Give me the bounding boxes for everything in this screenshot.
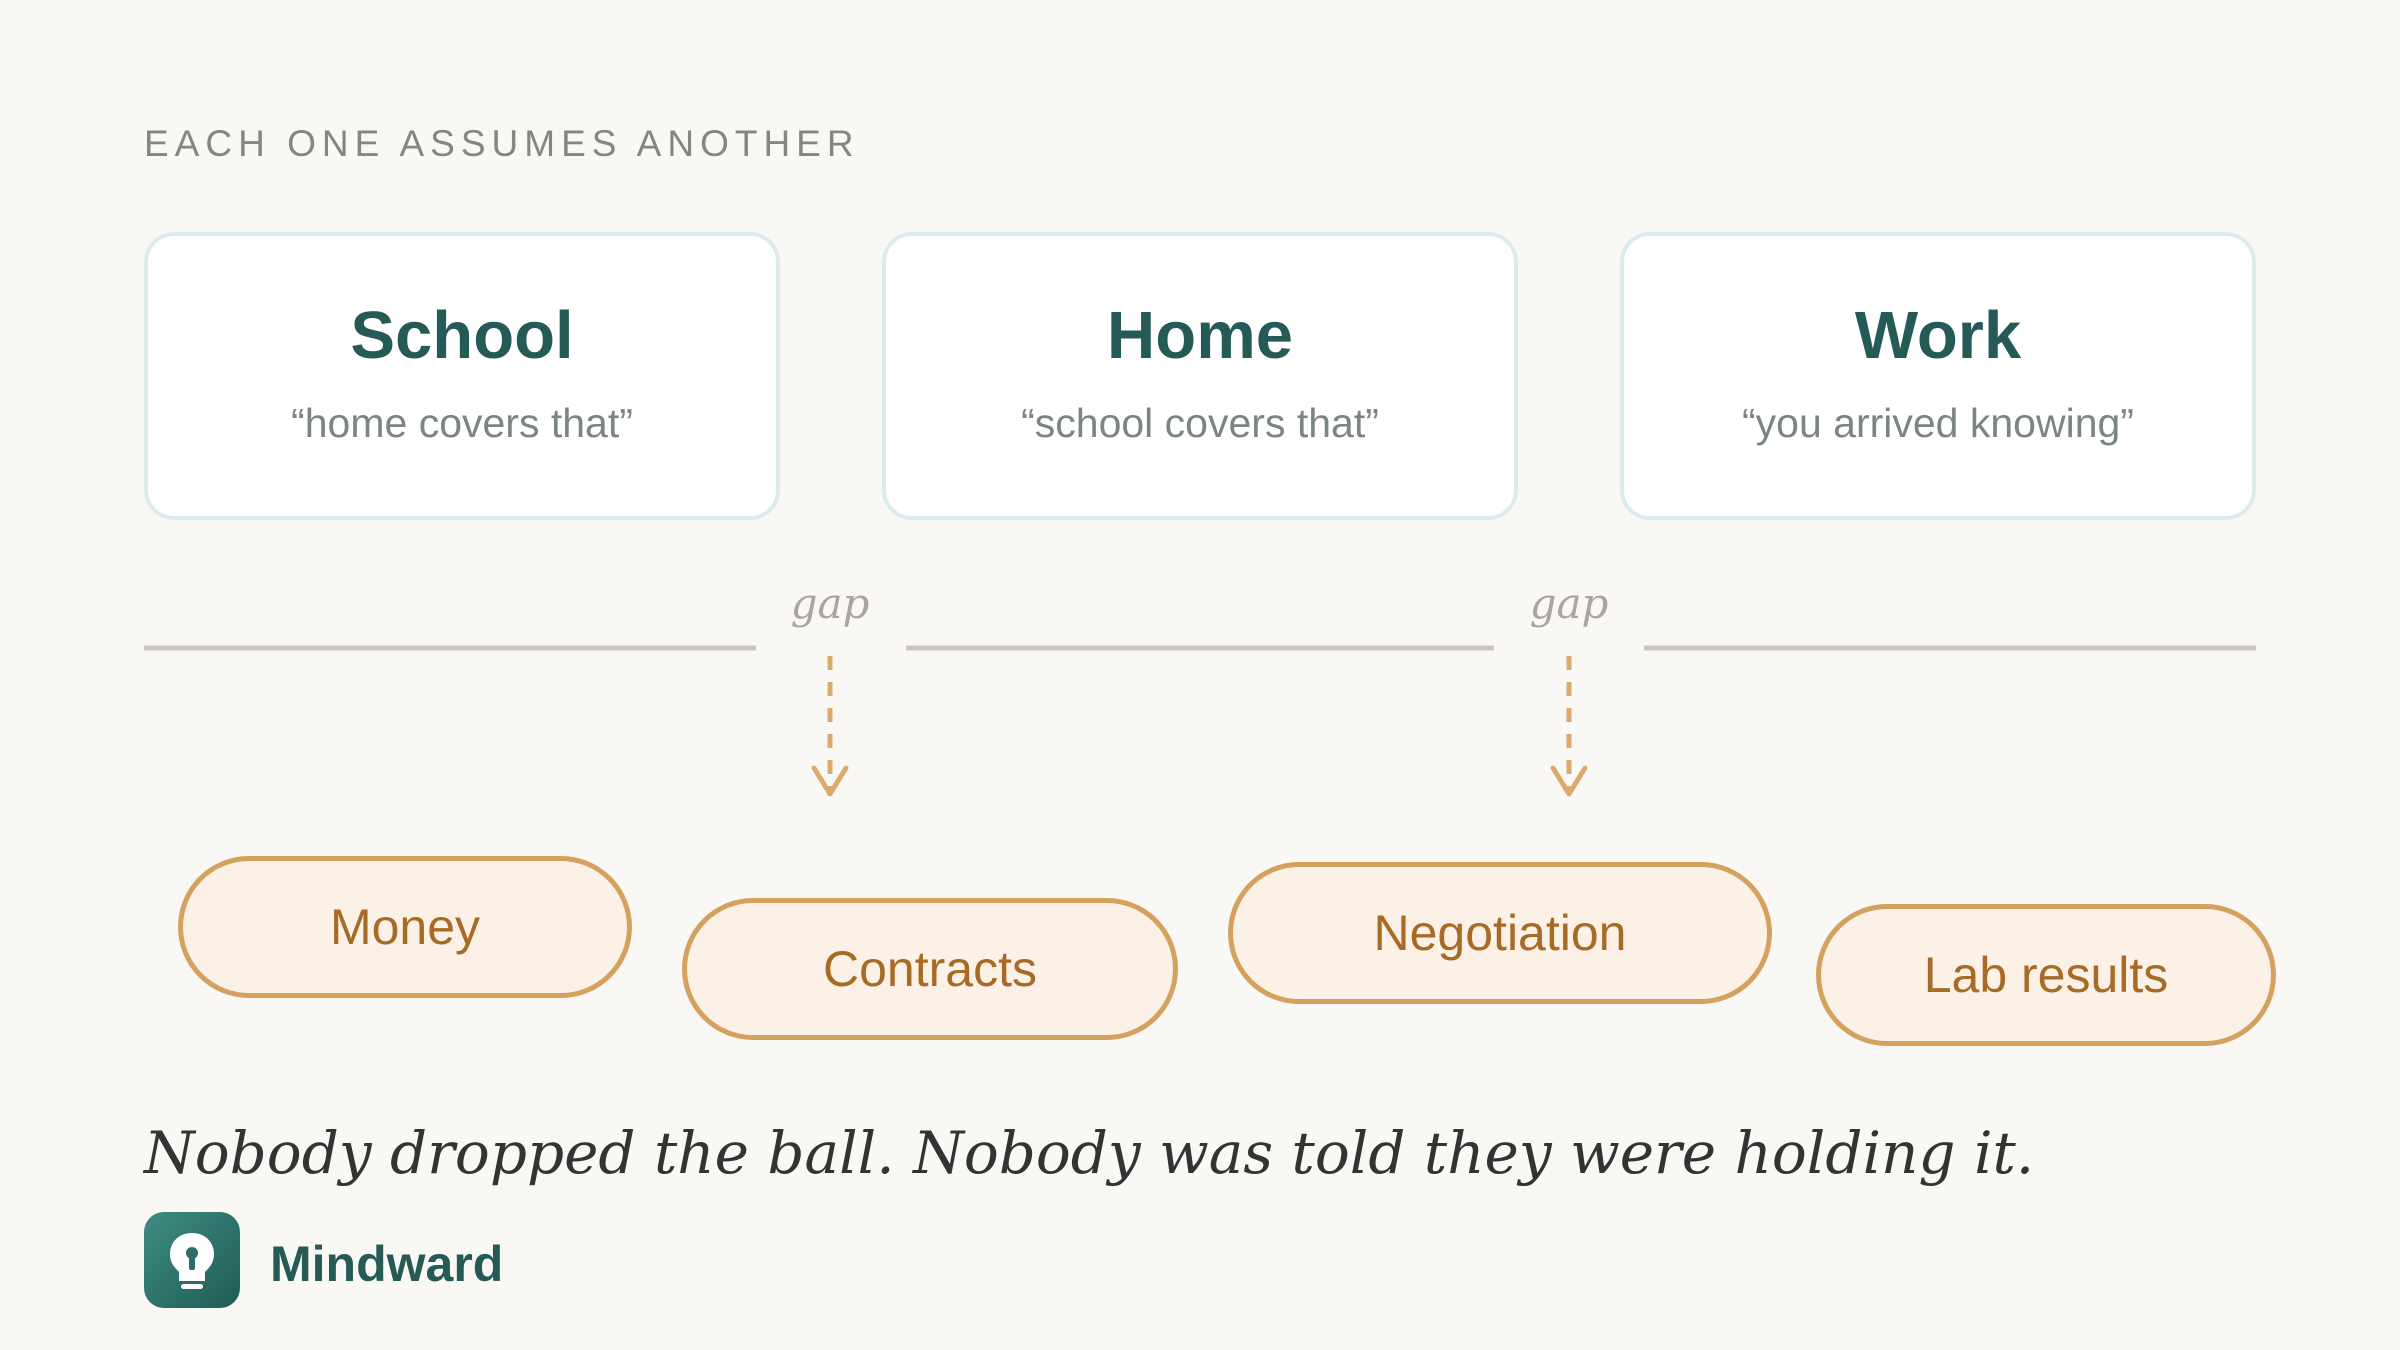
eyebrow-heading: EACH ONE ASSUMES ANOTHER	[144, 123, 860, 164]
lightbulb-icon	[144, 1212, 240, 1308]
pill-contracts: Contracts	[682, 898, 1178, 1040]
card-title: Work	[1854, 298, 2022, 373]
gap-label: gap	[1530, 579, 1609, 628]
gap-label: gap	[791, 579, 870, 628]
card-quote: “school covers that”	[1021, 400, 1379, 446]
card-title: Home	[1106, 298, 1294, 373]
pill-lab-results: Lab results	[1816, 904, 2276, 1046]
card-work: Work “you arrived knowing”	[1620, 232, 2256, 520]
brand-name: Mindward	[270, 1236, 504, 1292]
card-title: School	[350, 298, 574, 373]
dashed-arrow-icon	[811, 656, 849, 797]
dashed-arrow-icon	[1550, 656, 1588, 797]
gap-connector-diagram: gap gap	[144, 579, 2256, 797]
card-home: Home “school covers that”	[882, 232, 1518, 520]
card-quote: “home covers that”	[291, 400, 633, 446]
pill-money: Money	[178, 856, 632, 998]
card-school: School “home covers that”	[144, 232, 780, 520]
caption: Nobody dropped the ball. Nobody was told…	[144, 1119, 2035, 1187]
pill-negotiation: Negotiation	[1228, 862, 1772, 1004]
card-quote: “you arrived knowing”	[1742, 400, 2134, 446]
